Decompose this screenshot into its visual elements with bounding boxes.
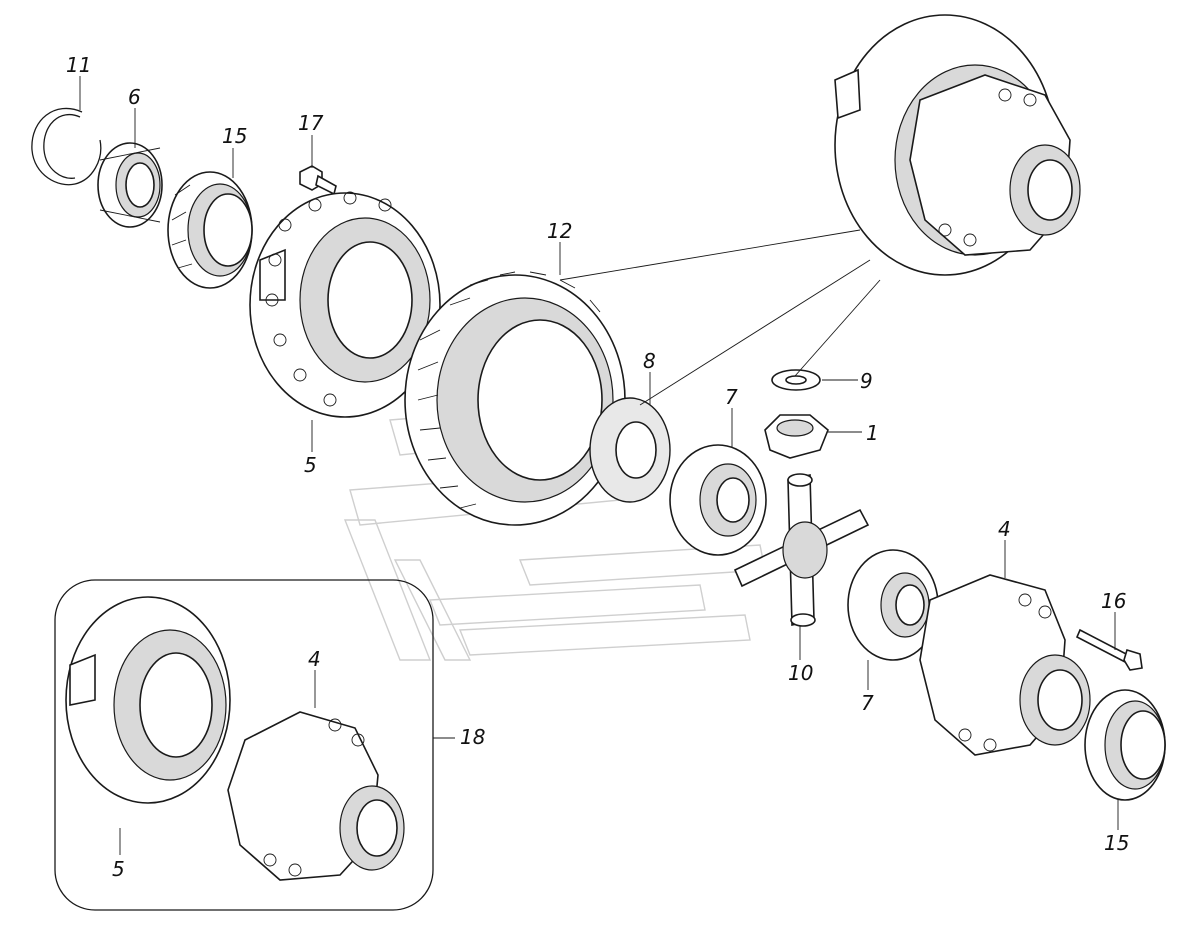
callout-6: 6: [128, 85, 141, 109]
assembly-kit-inset: [54, 579, 434, 911]
callout-4-inset: 4: [308, 647, 321, 671]
callout-1: 1: [866, 421, 879, 445]
bolt-top-part: [299, 165, 337, 196]
tapered-bearing-bottom-part: [1084, 689, 1166, 801]
callout-9: 9: [860, 369, 873, 393]
case-half-right-part: [919, 574, 1091, 756]
callout-11: 11: [66, 53, 91, 77]
callout-8: 8: [643, 349, 656, 373]
leader-lines: [79, 76, 1119, 855]
callout-10: 10: [788, 661, 813, 685]
ring-gear-part: [404, 271, 626, 526]
callout-17: 17: [298, 111, 324, 135]
callout-15-bottom: 15: [1104, 831, 1129, 855]
spider-cross-part: [733, 473, 870, 627]
side-gear-right-part: [847, 549, 939, 661]
callout-5-top: 5: [304, 453, 317, 477]
side-gear-left-part: [669, 444, 767, 556]
bearing-race-part: [97, 142, 163, 228]
case-half-top-part: [249, 191, 441, 418]
snap-ring-part: [31, 107, 102, 186]
small-washer-part: [771, 369, 821, 391]
callout-18: 18: [460, 725, 485, 749]
callout-7-right: 7: [861, 691, 874, 715]
callout-12: 12: [547, 219, 572, 243]
callout-15-top: 15: [222, 124, 247, 148]
bolt-right-part: [1075, 628, 1143, 671]
callout-16: 16: [1101, 589, 1126, 613]
thrust-washer-part: [589, 397, 671, 503]
pinion-gear-part: [764, 414, 829, 459]
callout-4-right: 4: [998, 517, 1011, 541]
assembled-differential-part: [834, 14, 1081, 276]
callout-5-inset: 5: [112, 857, 125, 881]
callout-7-left: 7: [725, 385, 738, 409]
tapered-bearing-top-part: [167, 171, 253, 289]
